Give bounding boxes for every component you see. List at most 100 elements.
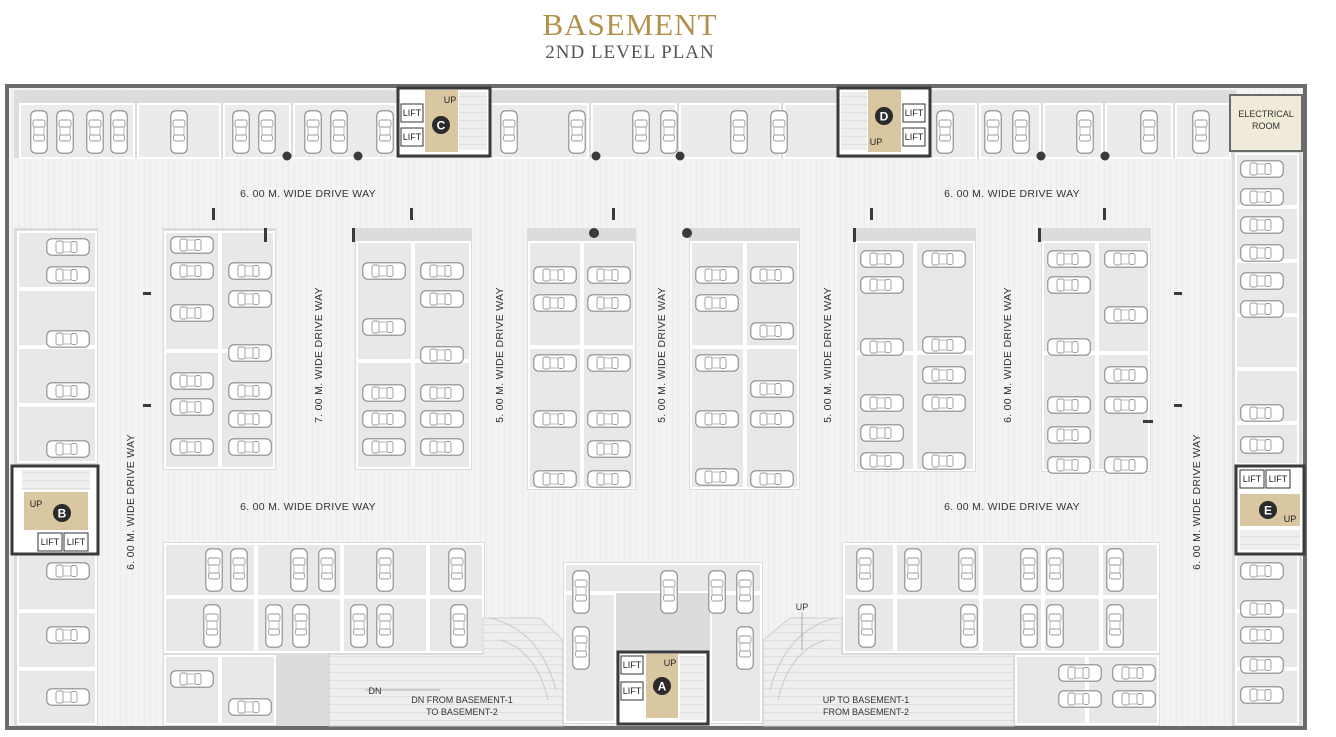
- columns: [143, 151, 1182, 423]
- parked-car: [420, 384, 464, 402]
- parked-car: [228, 698, 272, 716]
- parked-car: [448, 548, 466, 592]
- core-e-id: E: [1264, 504, 1272, 518]
- parked-car: [1240, 626, 1284, 644]
- parked-car: [1047, 276, 1091, 294]
- parked-car: [56, 110, 74, 154]
- driveway-label-5m-2: 5. 00 M. WIDE DRIVE WAY: [656, 287, 668, 423]
- parked-car: [533, 354, 577, 372]
- core-c-marker: [432, 116, 450, 134]
- core-d-lift-2: LIFT: [905, 132, 924, 142]
- parked-car: [304, 110, 322, 154]
- parked-car: [533, 410, 577, 428]
- parked-car: [750, 322, 794, 340]
- parked-car: [228, 410, 272, 428]
- parked-car: [750, 266, 794, 284]
- parked-car: [1240, 562, 1284, 580]
- parked-car: [568, 110, 586, 154]
- parked-car: [587, 294, 631, 312]
- parked-car: [46, 330, 90, 348]
- parked-car: [46, 266, 90, 284]
- parked-car: [450, 604, 468, 648]
- parked-car: [1106, 548, 1124, 592]
- driveway-label-5m-1: 5. 00 M. WIDE DRIVE WAY: [494, 287, 506, 423]
- parked-car: [632, 110, 650, 154]
- parked-car: [1240, 656, 1284, 674]
- parked-car: [1240, 686, 1284, 704]
- electrical-room-label-1: ELECTRICAL: [1238, 109, 1294, 119]
- parked-car: [1112, 664, 1156, 682]
- parked-car: [290, 548, 308, 592]
- parked-car: [736, 570, 754, 614]
- parked-car: [1020, 548, 1038, 592]
- parked-car: [228, 382, 272, 400]
- core-c: LIFT LIFT UP C: [396, 86, 492, 158]
- parked-car: [730, 110, 748, 154]
- driveway-label-6m-vertical: 6. 00 M. WIDE DRIVE WAY: [1002, 287, 1014, 423]
- parked-car: [232, 110, 250, 154]
- parked-car: [1240, 436, 1284, 454]
- core-d-up: UP: [870, 137, 883, 147]
- parked-car: [922, 250, 966, 268]
- parked-car: [922, 452, 966, 470]
- core-e-up: UP: [1284, 514, 1297, 524]
- parked-car: [1140, 110, 1158, 154]
- parked-car: [572, 570, 590, 614]
- parked-car: [86, 110, 104, 154]
- parked-car: [860, 452, 904, 470]
- parked-car: [1020, 604, 1038, 648]
- parked-car: [170, 262, 214, 280]
- parked-car: [420, 346, 464, 364]
- parked-car: [750, 470, 794, 488]
- parked-car: [362, 410, 406, 428]
- parked-car: [533, 266, 577, 284]
- core-a-up: UP: [664, 658, 677, 668]
- parked-car: [350, 604, 368, 648]
- parked-car: [46, 382, 90, 400]
- parked-car: [695, 410, 739, 428]
- parked-car: [170, 438, 214, 456]
- parked-car: [362, 384, 406, 402]
- parked-car: [1240, 188, 1284, 206]
- parked-car: [695, 294, 739, 312]
- parked-car: [860, 338, 904, 356]
- parked-car: [1106, 604, 1124, 648]
- parked-car: [1240, 244, 1284, 262]
- core-e: LIFT LIFT UP E: [1234, 464, 1306, 556]
- parked-car: [228, 344, 272, 362]
- core-e-marker: [1259, 501, 1277, 519]
- driveway-label-left-vertical: 6. 00 M. WIDE DRIVE WAY: [125, 434, 137, 570]
- parked-car: [420, 262, 464, 280]
- parked-car: [695, 468, 739, 486]
- parked-car: [500, 110, 518, 154]
- core-d: LIFT LIFT UP D: [836, 86, 932, 158]
- parked-car: [1240, 404, 1284, 422]
- ramp-up-label: UP: [796, 602, 809, 612]
- core-a-lift-2: LIFT: [623, 686, 642, 696]
- parked-car: [376, 604, 394, 648]
- driveway-label-mid-right: 6. 00 M. WIDE DRIVE WAY: [944, 501, 1080, 513]
- parked-car: [205, 548, 223, 592]
- parked-car: [110, 110, 128, 154]
- parked-car: [228, 290, 272, 308]
- parked-car: [362, 318, 406, 336]
- core-b-lift-2: LIFT: [67, 537, 86, 547]
- parked-car: [860, 250, 904, 268]
- parked-car: [170, 372, 214, 390]
- parked-car: [46, 238, 90, 256]
- core-d-lift-1: LIFT: [905, 108, 924, 118]
- driveway-label-right-vertical: 6. 00 M. WIDE DRIVE WAY: [1191, 434, 1203, 570]
- parked-car: [1047, 250, 1091, 268]
- ramp-up-text-2: FROM BASEMENT-2: [823, 707, 909, 717]
- parked-car: [1240, 600, 1284, 618]
- parked-car: [960, 604, 978, 648]
- electrical-room-label-2: ROOM: [1252, 121, 1280, 131]
- parked-car: [1046, 548, 1064, 592]
- parked-car: [587, 440, 631, 458]
- parked-car: [922, 336, 966, 354]
- ramp-down-text-2: TO BASEMENT-2: [426, 707, 498, 717]
- parked-car: [265, 604, 283, 648]
- parked-car: [1240, 300, 1284, 318]
- core-a: LIFT LIFT UP A: [616, 650, 710, 726]
- ramp-down-text-1: DN FROM BASEMENT-1: [411, 695, 513, 705]
